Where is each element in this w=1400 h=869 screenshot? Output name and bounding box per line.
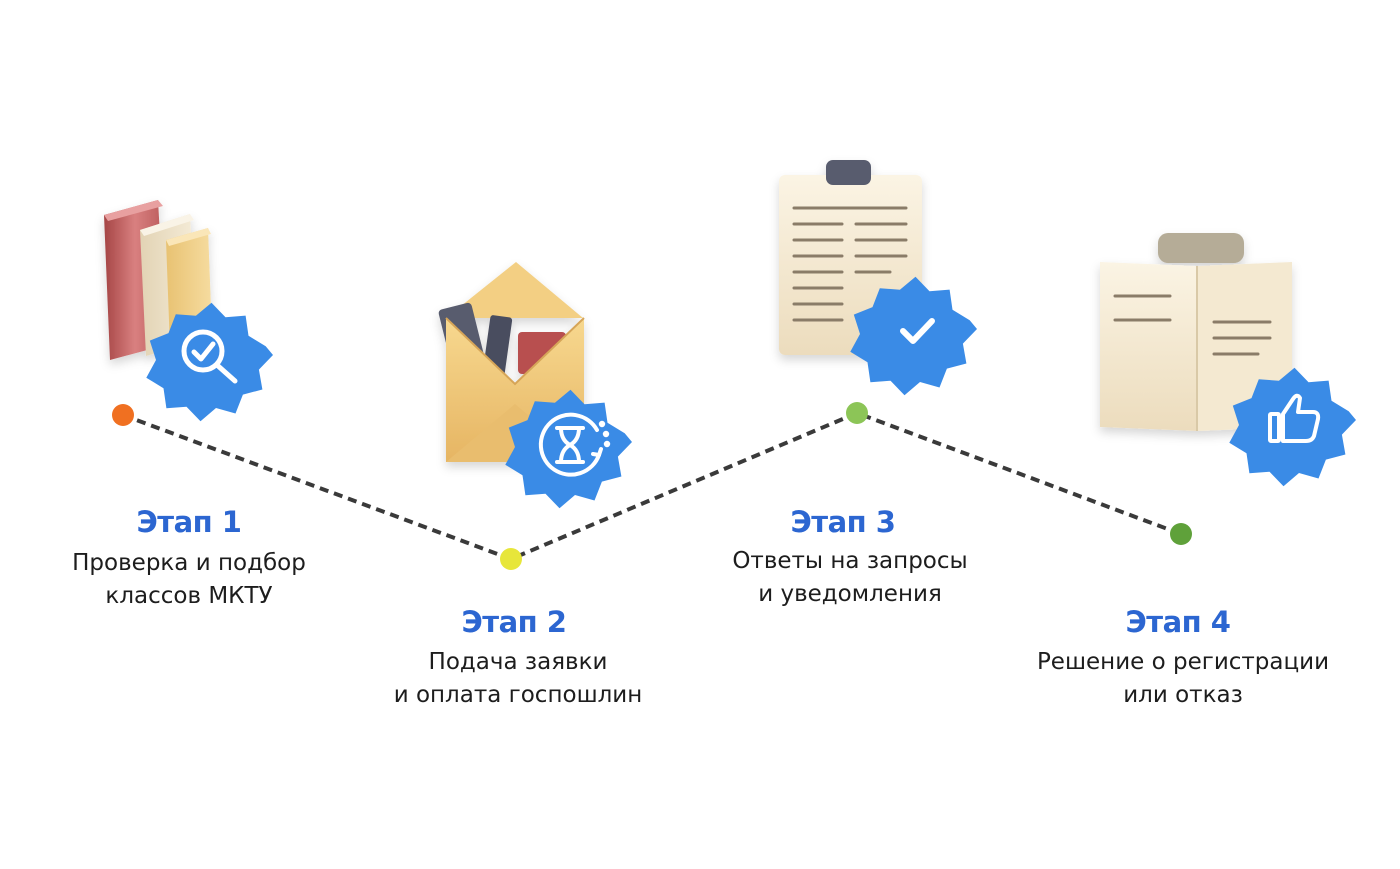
badge-seal	[505, 389, 632, 509]
stage-1-line-2: классов МКТУ	[105, 583, 273, 609]
hourglass-badge	[505, 389, 632, 509]
hourglass-icon	[538, 412, 611, 477]
thumbs-up-badge	[1229, 367, 1356, 487]
stage-4-dot	[1170, 523, 1192, 545]
magnifier-check-icon	[181, 329, 238, 384]
timeline-connector	[122, 410, 1182, 562]
stage-1-description: Проверка и подбор классов МКТУ	[9, 547, 369, 613]
badge-seal	[1229, 367, 1356, 487]
stage-2-line-2: и оплата госпошлин	[393, 682, 643, 708]
checkmark-badge	[850, 276, 977, 396]
stage-2-description: Подача заявки и оплата госпошлин	[338, 646, 698, 712]
stage-1-line-1: Проверка и подбор	[72, 550, 306, 576]
badge-seal	[850, 276, 977, 396]
stage-3-line-1: Ответы на запросы	[732, 548, 968, 574]
checkmark-icon	[900, 318, 935, 344]
stage-4-description: Решение о регистрации или отказ	[1003, 646, 1363, 712]
badge-seal	[146, 302, 273, 422]
stage-1-dot	[112, 404, 134, 426]
magnifier-check-badge	[146, 302, 273, 422]
stage-1-title: Этап 1	[136, 505, 242, 539]
stage-2-dot	[500, 548, 522, 570]
stage-3-dot	[846, 402, 868, 424]
thumbs-up-icon	[1268, 393, 1321, 443]
stage-3-description: Ответы на запросы и уведомления	[670, 545, 1030, 611]
stage-2-line-1: Подача заявки	[428, 649, 608, 675]
stage-3-line-2: и уведомления	[758, 581, 942, 607]
stage-4-title: Этап 4	[1125, 605, 1231, 639]
stage-4-line-1: Решение о регистрации	[1036, 649, 1330, 675]
stage-3-title: Этап 3	[790, 505, 896, 539]
stage-4-line-2: или отказ	[1123, 682, 1243, 708]
open-folder-icon	[1100, 233, 1292, 431]
stage-2-title: Этап 2	[461, 605, 567, 639]
